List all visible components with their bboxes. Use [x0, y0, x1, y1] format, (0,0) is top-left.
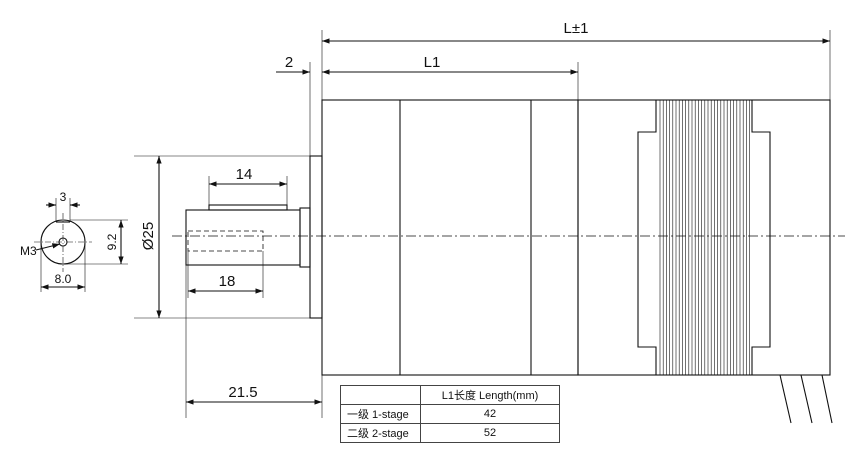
- top-dimensions: [276, 30, 831, 156]
- dim-thread: M3: [20, 244, 37, 258]
- shaft-end-view: [34, 198, 128, 292]
- dim-flat-length: 14: [236, 166, 253, 183]
- keyway-hidden: [187, 230, 264, 252]
- keyway-length-dim: [187, 251, 264, 298]
- gearbox-housing: [321, 99, 579, 376]
- table-row: 一级 1-stage 42: [340, 404, 560, 424]
- motor-housing: [577, 99, 831, 376]
- table-row-value: 42: [420, 404, 560, 424]
- dim-flat-width: 3: [60, 190, 67, 204]
- motor-body: [321, 99, 833, 424]
- table-row: 二级 2-stage 52: [340, 423, 560, 443]
- motor-stator-outline: [637, 100, 771, 375]
- shaft-flat: [208, 204, 288, 211]
- dim-flange-diameter: Ø25: [140, 222, 157, 250]
- dim-shaft-height: 9.2: [105, 233, 119, 250]
- table-row-label: 一级 1-stage: [340, 404, 421, 424]
- flat-length-dim: [208, 176, 288, 205]
- flange-diameter-dim: [134, 155, 310, 319]
- dim-keyway-length: 18: [219, 273, 236, 290]
- dim-flange-thickness: 2: [285, 54, 293, 71]
- motor-fins: [659, 100, 750, 375]
- table-header-row: L1长度 Length(mm): [340, 385, 560, 405]
- table-header-cell: [340, 385, 421, 405]
- table-row-label: 二级 2-stage: [340, 423, 421, 443]
- front-flange: [309, 155, 323, 319]
- cable: [779, 374, 833, 424]
- table-header-cell: L1长度 Length(mm): [420, 385, 560, 405]
- dim-shaft-diameter: 8.0: [55, 272, 72, 286]
- shaft-body: [185, 209, 301, 266]
- dim-overall-length: L±1: [564, 20, 589, 37]
- table-row-value: 52: [420, 423, 560, 443]
- length-table: L1长度 Length(mm) 一级 1-stage 42 二级 2-stage…: [340, 385, 560, 443]
- dim-shaft-length: 21.5: [228, 384, 257, 401]
- shaft-length-dim: [185, 265, 323, 418]
- shaft-collar: [299, 207, 311, 268]
- dim-gearbox-length: L1: [424, 54, 441, 71]
- shaft-side-view: [185, 155, 323, 319]
